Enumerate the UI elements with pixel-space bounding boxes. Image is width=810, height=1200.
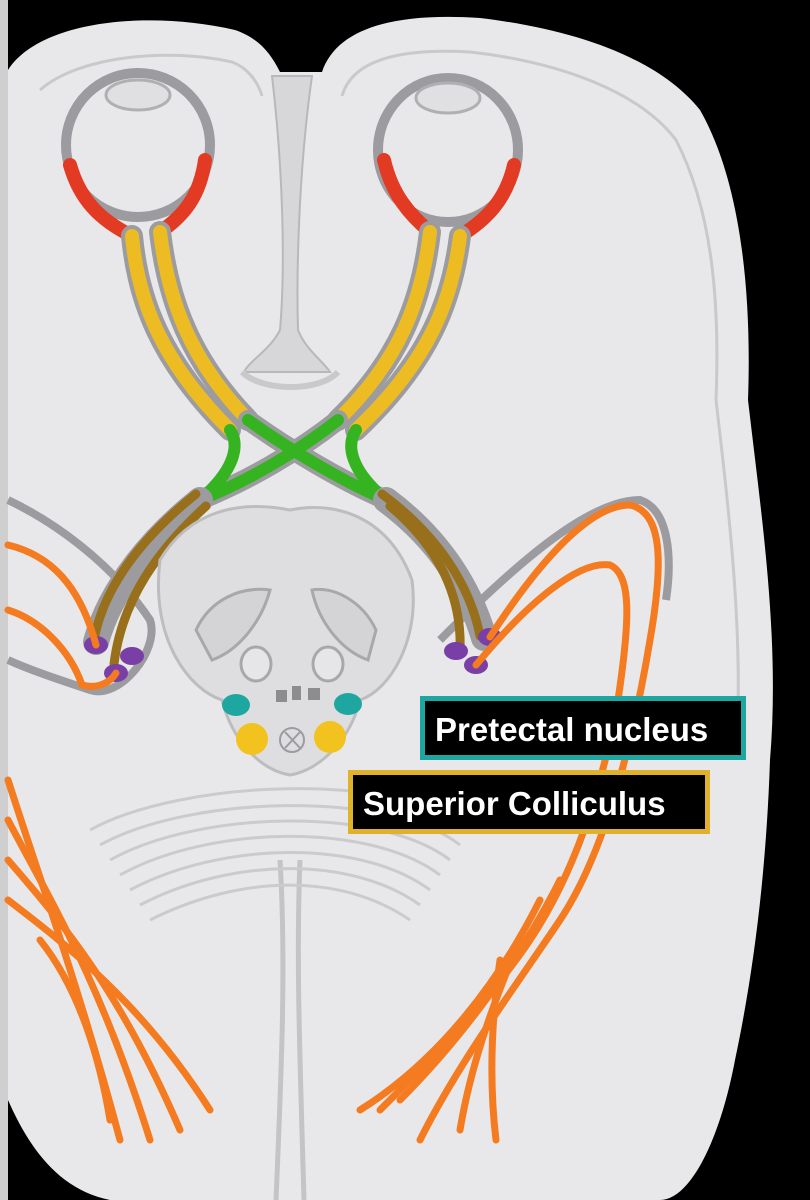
left-mammillary-body xyxy=(241,647,271,681)
right-lgn-2 xyxy=(444,642,468,660)
right-superior-colliculus xyxy=(314,721,346,753)
left-pretectal-nucleus xyxy=(222,694,250,716)
aqueduct-block-3 xyxy=(308,688,320,700)
right-pretectal-nucleus xyxy=(334,693,362,715)
aqueduct-block-1 xyxy=(276,690,287,702)
right-mammillary-body xyxy=(313,647,343,681)
pretectal-nucleus-label: Pretectal nucleus xyxy=(420,696,746,760)
left-eye-lens xyxy=(106,80,170,110)
left-superior-colliculus xyxy=(236,723,268,755)
right-eye-lens xyxy=(416,83,480,113)
aqueduct-block-2 xyxy=(292,686,301,700)
left-lgn-2 xyxy=(120,647,144,665)
left-edge-strip xyxy=(0,0,8,1200)
superior-colliculus-label: Superior Colliculus xyxy=(348,770,710,834)
